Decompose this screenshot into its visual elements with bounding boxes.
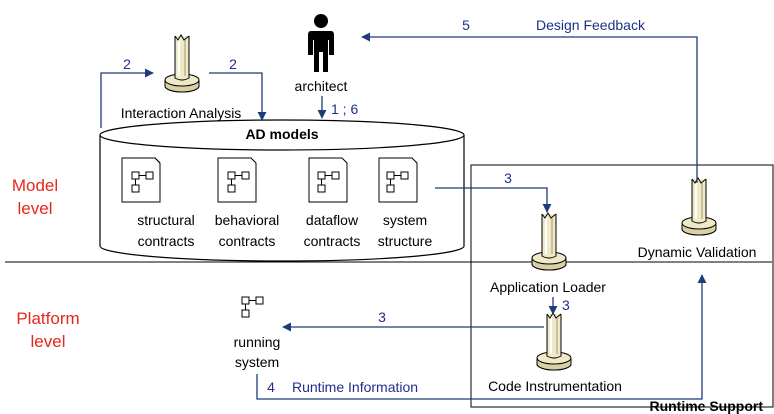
edge-instr-running-label: 3 xyxy=(378,309,386,325)
model-behavioral-line1: behavioral xyxy=(215,212,280,228)
model-structural-line1: structural xyxy=(137,212,195,228)
behavioral-contracts-doc[interactable] xyxy=(217,157,257,203)
running-system-line2: system xyxy=(235,354,279,370)
dynamic-validation-tool-icon[interactable] xyxy=(681,177,717,236)
architect-label: architect xyxy=(295,78,348,94)
code-instrumentation-tool-icon[interactable] xyxy=(536,312,572,371)
system-structure-doc[interactable] xyxy=(378,157,418,203)
arrow-runtime-info xyxy=(256,274,707,400)
edge-design-feedback-num: 5 xyxy=(462,17,470,33)
ad-models-repository[interactable] xyxy=(99,119,465,262)
dynamic-validation-label: Dynamic Validation xyxy=(638,244,757,260)
interaction-analysis-label: Interaction Analysis xyxy=(121,105,242,121)
application-loader-tool-icon[interactable] xyxy=(531,212,567,271)
model-dataflow-line1: dataflow xyxy=(306,212,359,228)
interaction-analysis-tool-icon[interactable] xyxy=(164,34,200,93)
model-dataflow-line2: contracts xyxy=(304,233,361,249)
arrow-ia-in xyxy=(100,68,154,128)
running-system-line1: running xyxy=(234,334,281,350)
model-system-line1: system xyxy=(383,212,427,228)
ad-models-title: AD models xyxy=(245,126,318,142)
arrow-design-feedback xyxy=(361,32,698,183)
model-structural-line2: contracts xyxy=(138,233,195,249)
code-instrumentation-label: Code Instrumentation xyxy=(488,378,622,394)
edge-ia-in-label: 2 xyxy=(123,56,131,72)
platform-level-line2: level xyxy=(31,332,66,351)
edge-runtime-info-num: 4 xyxy=(267,379,275,395)
edge-runtime-info-label: Runtime Information xyxy=(292,379,418,395)
model-system-line2: structure xyxy=(378,233,433,249)
edge-loader-instr-label: 3 xyxy=(562,297,570,313)
application-loader-label: Application Loader xyxy=(490,279,606,295)
edge-design-feedback-label: Design Feedback xyxy=(536,17,646,33)
model-level-line1: Model xyxy=(12,176,58,195)
arrow-ia-out xyxy=(209,72,267,121)
arrow-models-loader xyxy=(435,187,552,213)
platform-level-line1: Platform xyxy=(16,309,79,328)
architect-icon[interactable] xyxy=(308,14,334,72)
edge-architect-models-label: 1 ; 6 xyxy=(331,101,358,117)
running-system-icon[interactable] xyxy=(241,296,264,318)
model-level-line2: level xyxy=(18,199,53,218)
edge-ia-out-label: 2 xyxy=(229,56,237,72)
runtime-support-label: Runtime Support xyxy=(649,398,763,414)
dataflow-contracts-doc[interactable] xyxy=(308,157,348,203)
model-behavioral-line2: contracts xyxy=(219,233,276,249)
edge-models-loader-label: 3 xyxy=(504,170,512,186)
structural-contracts-doc[interactable] xyxy=(121,157,161,203)
runtime-support-box xyxy=(470,164,774,408)
